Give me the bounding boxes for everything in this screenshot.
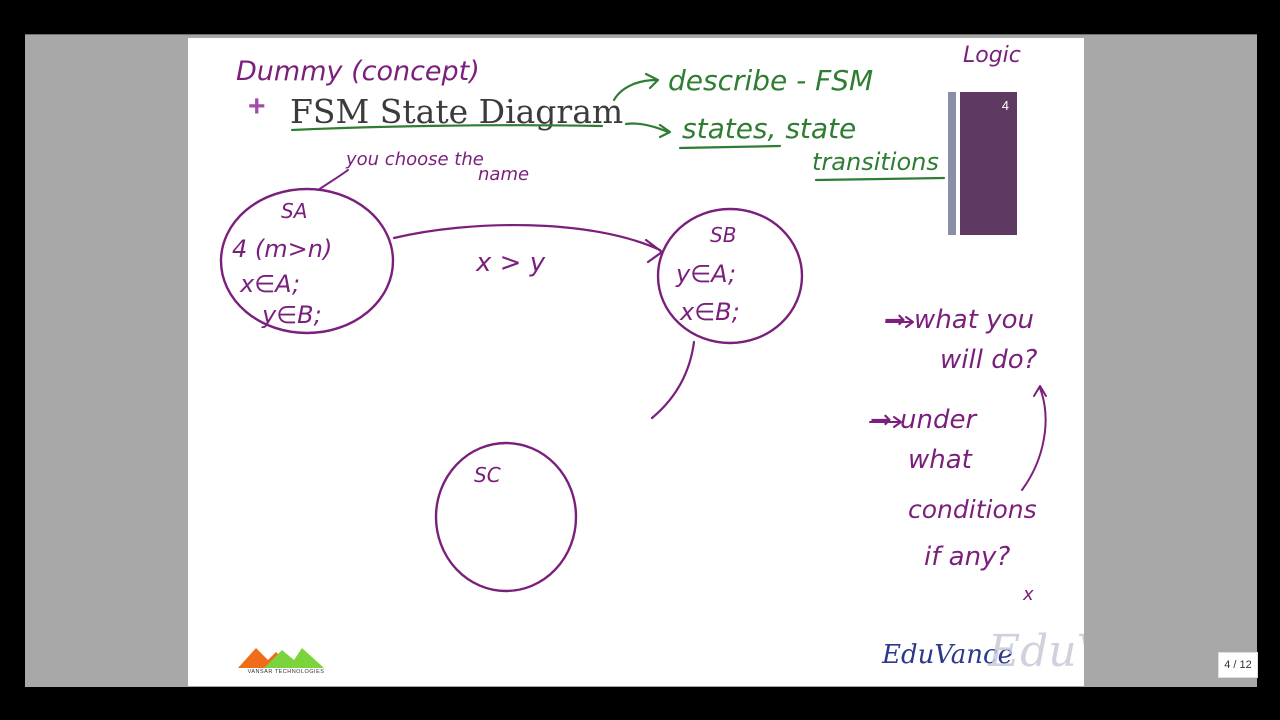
note-will-do: will do?	[940, 345, 1038, 375]
state-sb-name: SB	[710, 223, 736, 247]
arrow-under-icon	[869, 416, 902, 428]
state-sb-line2: x∈B;	[679, 298, 740, 326]
state-sa-name: SA	[281, 199, 307, 223]
arrow-what-icon	[885, 316, 914, 328]
slide-number-strip	[948, 92, 956, 235]
state-sa-circle	[219, 187, 395, 335]
note-transitions: transitions	[812, 148, 939, 176]
note-conditions: conditions	[908, 495, 1037, 524]
state-sa-line2: x∈A;	[239, 270, 300, 298]
state-sc-name: SC	[474, 463, 501, 487]
arrow-to-states-icon	[624, 122, 672, 139]
slide-number: 4	[1001, 98, 1009, 113]
note-what-you: → what you	[884, 305, 1034, 335]
note-if-any: if any?	[924, 542, 1010, 572]
transition-label: x > y	[475, 248, 546, 278]
watermark-large: EduVance	[988, 626, 1084, 677]
note-logic: Logic	[963, 43, 1021, 68]
note-name: name	[478, 164, 529, 185]
logo-text: VANSAR TECHNOLOGIES	[247, 669, 325, 675]
note-what: what	[908, 445, 973, 475]
state-sa-line3: y∈B;	[261, 301, 322, 329]
state-sb-circle	[656, 207, 804, 345]
title-bullet: +	[248, 90, 266, 123]
slide-number-box: 4	[960, 92, 1017, 235]
watermark-small: EduVance	[882, 640, 1013, 670]
arrow-to-describe-icon	[612, 72, 660, 102]
note-states: states, state	[682, 112, 856, 145]
transition-arrow-sa-sb	[392, 223, 664, 264]
note-under: → under	[870, 405, 979, 435]
slide-canvas: + FSM State Diagram 4 VANSAR TECHNOLOGIE…	[188, 38, 1084, 686]
page-indicator: 4 / 12	[1218, 652, 1258, 678]
note-x-mark: x	[1022, 584, 1034, 605]
state-sc-circle	[434, 441, 578, 593]
transition-arrow-sb-sc	[650, 340, 696, 420]
note-dummy-concept: Dummy (concept)	[236, 56, 480, 87]
note-describe-fsm: describe - FSM	[668, 64, 873, 97]
note-you-choose: you choose the	[345, 149, 484, 170]
curved-arrow-icon	[1021, 385, 1047, 491]
state-sb-line1: y∈A;	[675, 260, 736, 288]
state-sa-line1: 4 (m>n)	[232, 235, 332, 263]
company-logo: VANSAR TECHNOLOGIES	[236, 642, 336, 676]
